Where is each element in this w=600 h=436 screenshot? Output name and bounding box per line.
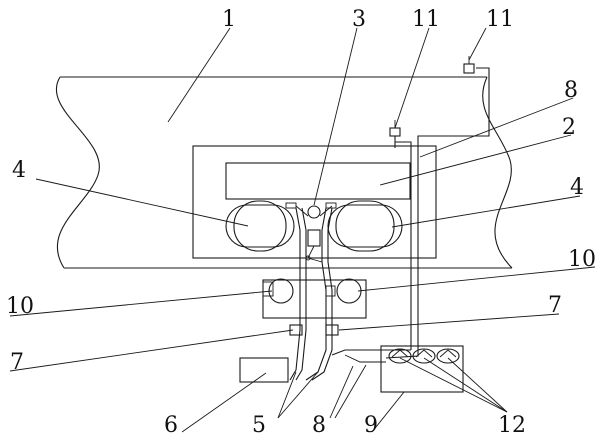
gauge-dials (388, 348, 460, 364)
callout-9: 9 (364, 413, 378, 436)
callout-8-bottom: 8 (312, 413, 326, 436)
callout-4-left: 4 (12, 158, 26, 183)
gauge-box (380, 345, 464, 393)
callout-3: 3 (352, 7, 366, 32)
callout-7-left: 7 (10, 350, 24, 375)
frame-body (55, 76, 513, 269)
pressure-sensors (389, 56, 475, 137)
callout-2: 2 (562, 115, 576, 140)
callout-11-left: 11 (412, 7, 440, 32)
callout-1: 1 (222, 7, 236, 32)
support-bracket (192, 145, 437, 259)
check-valves (289, 324, 339, 336)
callout-labels: 1 3 11 11 8 2 4 4 10 10 7 7 6 5 8 9 12 (6, 7, 596, 436)
callout-10-left: 10 (6, 294, 34, 319)
valve-block (262, 278, 367, 319)
air-pipes (289, 67, 490, 381)
callout-8-top: 8 (564, 78, 578, 103)
leveling-valve (295, 205, 333, 263)
callout-12: 12 (498, 413, 526, 436)
callout-7-right: 7 (548, 293, 562, 318)
callout-4-right: 4 (570, 175, 584, 200)
air-reservoir (239, 357, 289, 383)
callout-5: 5 (252, 413, 266, 436)
callout-6: 6 (164, 413, 178, 436)
callout-11-right: 11 (486, 7, 514, 32)
callout-10-right: 10 (568, 247, 596, 272)
leader-lines (9, 27, 596, 433)
air-springs (225, 200, 403, 252)
